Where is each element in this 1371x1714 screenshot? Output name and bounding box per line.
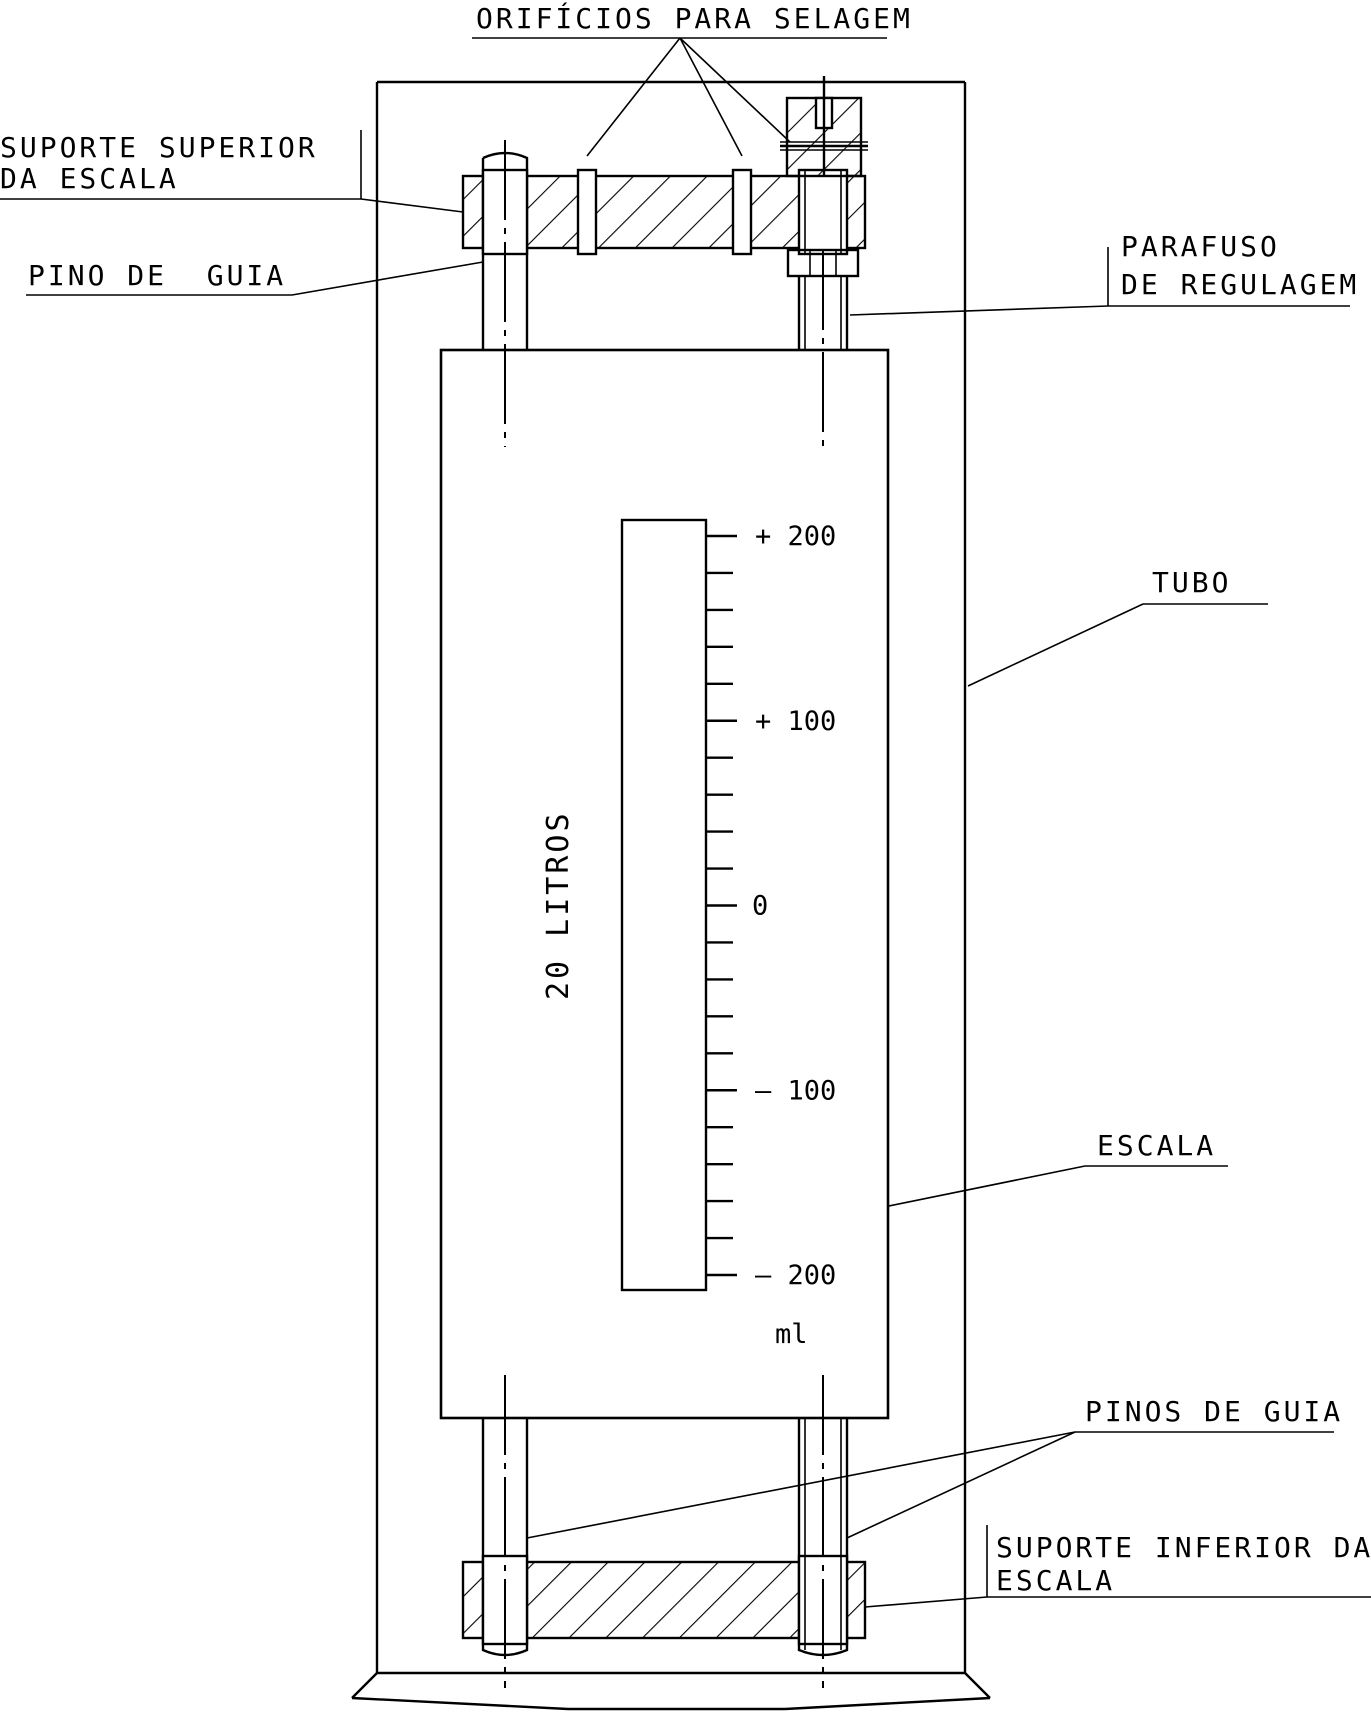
label-adjust-screw-line1: PARAFUSO (1121, 230, 1280, 263)
upper-scale-support (461, 168, 867, 256)
label-upper-support-line1: SUPORTE SUPERIOR (0, 131, 318, 164)
label-lower-support-line2: ESCALA (996, 1564, 1115, 1597)
scale-tick-label: + 100 (755, 706, 836, 737)
label-guide-pin: PINO DE GUIA (28, 259, 286, 292)
pin-centerlines-top (504, 140, 824, 447)
leader-lines (0, 37, 1371, 1608)
scale-tick-labels: + 200 + 100 0 – 100 – 200 (752, 521, 836, 1291)
volume-label: 20 LITROS (541, 810, 576, 1000)
scale-tick-label: 0 (752, 891, 768, 922)
scale-tick-label: + 200 (755, 521, 836, 552)
label-guide-pins: PINOS DE GUIA (1085, 1395, 1343, 1428)
lower-scale-support (461, 1554, 867, 1646)
adjusting-screw-head (780, 76, 868, 178)
adjusting-screw-shaft (797, 275, 849, 350)
label-adjust-screw-line2: DE REGULAGEM (1121, 268, 1359, 301)
tube-body (351, 80, 991, 1711)
label-tube: TUBO (1152, 566, 1231, 599)
scale-plate (439, 348, 890, 1420)
pin-centerlines-bottom (504, 1375, 824, 1688)
scale-tick-label: – 200 (755, 1260, 836, 1291)
label-sealing-holes: ORIFÍCIOS PARA SELAGEM (476, 1, 913, 35)
label-upper-support-line2: DA ESCALA (0, 162, 179, 195)
label-scale: ESCALA (1097, 1129, 1216, 1162)
label-lower-support-line1: SUPORTE INFERIOR DA (996, 1531, 1371, 1564)
scale-unit: ml (775, 1319, 808, 1350)
scale-tick-label: – 100 (755, 1075, 836, 1106)
scale-ticks (706, 534, 737, 1277)
